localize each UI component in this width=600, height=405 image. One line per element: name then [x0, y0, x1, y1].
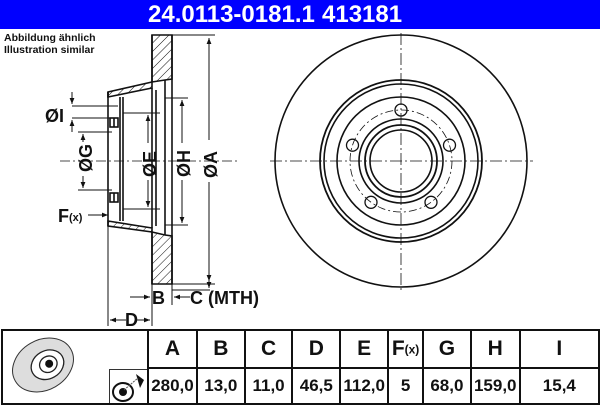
value-f: 5 [387, 367, 425, 405]
label-c-mth: C (MTH) [190, 288, 259, 308]
col-header-e: E [339, 328, 390, 370]
label-f: F(x) [58, 206, 83, 226]
spec-table: A B C D E F(x) G H I 280,0 13,0 11,0 46,… [1, 328, 600, 405]
col-header-c: C [243, 328, 294, 370]
spray-cleaning-icon [109, 369, 147, 403]
col-header-a: A [147, 328, 198, 370]
spec-header-row: A B C D E F(x) G H I [1, 328, 600, 405]
note-german: Abbildung ähnlich [4, 32, 96, 44]
col-header-i: I [518, 328, 600, 370]
value-h: 159,0 [469, 367, 521, 405]
col-header-h: H [469, 328, 521, 370]
col-header-f: F(x) [387, 328, 425, 370]
dimension-lines [69, 34, 215, 326]
front-view [270, 33, 533, 292]
col-header-d: D [291, 328, 342, 370]
label-dia-g: ØG [76, 144, 96, 172]
value-g: 68,0 [422, 367, 472, 405]
technical-drawing: ØI ØG ØE ØH ØA F(x) B C (MTH) D [45, 33, 533, 330]
label-d: D [125, 310, 138, 330]
spec-value-row: 280,0 13,0 11,0 46,5 112,0 5 68,0 159,0 … [2, 367, 600, 405]
illustration-note: Abbildung ähnlich Illustration similar [4, 32, 96, 56]
disc-image-cell [1, 329, 149, 405]
section-view [107, 34, 173, 285]
label-dia-a: ØA [201, 151, 221, 178]
title-bar: 24.0113-0181.1 413181 [0, 0, 600, 29]
part-number: 24.0113-0181.1 [148, 1, 315, 28]
reference-number: 413181 [322, 1, 403, 28]
value-c: 11,0 [243, 367, 294, 405]
label-b: B [152, 288, 165, 308]
value-b: 13,0 [195, 367, 246, 405]
note-english: Illustration similar [4, 44, 95, 56]
label-dia-h: ØH [174, 150, 194, 177]
value-a: 280,0 [147, 367, 198, 405]
label-dia-i: ØI [45, 106, 64, 126]
col-header-b: B [195, 328, 246, 370]
value-e: 112,0 [339, 367, 390, 405]
label-dia-e: ØE [140, 151, 160, 177]
brake-disc-icon [12, 337, 74, 393]
value-i: 15,4 [518, 367, 600, 405]
value-d: 46,5 [291, 367, 342, 405]
col-header-g: G [422, 328, 472, 370]
